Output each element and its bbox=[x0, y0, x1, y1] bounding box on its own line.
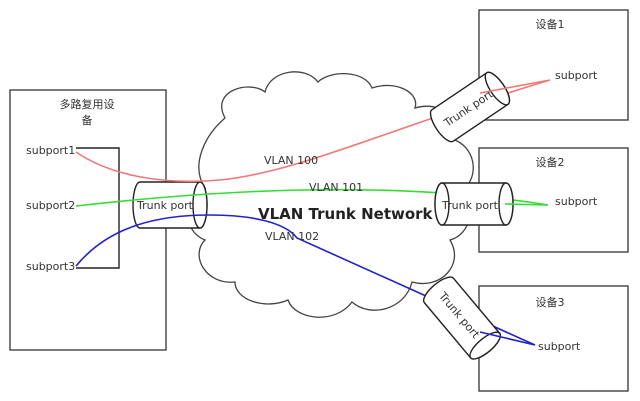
svg-text:Trunk port: Trunk port bbox=[136, 199, 194, 212]
network-title: VLAN Trunk Network bbox=[258, 205, 434, 223]
mux-subport-3: subport3 bbox=[26, 260, 75, 273]
vlan-102-line bbox=[75, 214, 536, 346]
vlan-101-end bbox=[504, 203, 549, 206]
left-trunk-port: Trunk port bbox=[132, 181, 208, 229]
device3-subport: subport bbox=[538, 340, 581, 353]
vlan-100-label: VLAN 100 bbox=[264, 154, 318, 167]
vlan-102-end bbox=[479, 331, 536, 346]
mux-subport-2: subport2 bbox=[26, 199, 75, 212]
network-cloud bbox=[187, 71, 474, 318]
vlan-101-label: VLAN 101 bbox=[309, 181, 363, 194]
vlan-102-label: VLAN 102 bbox=[265, 230, 319, 243]
device2-label: 设备2 bbox=[536, 155, 565, 169]
mux-device-label-line1: 多路复用设 bbox=[60, 97, 115, 111]
device1-label: 设备1 bbox=[536, 17, 565, 31]
mux-device-label-line2: 备 bbox=[82, 113, 93, 127]
vlan-100-end bbox=[479, 79, 551, 94]
svg-text:Trunk port: Trunk port bbox=[441, 199, 499, 212]
subport-bracket bbox=[76, 147, 120, 269]
device3-box bbox=[478, 285, 629, 392]
device2-subport: subport bbox=[555, 195, 598, 208]
device1-trunk-port: Trunk port bbox=[429, 71, 511, 143]
mux-subport-1: subport1 bbox=[26, 144, 75, 157]
device1-subport: subport bbox=[555, 69, 598, 82]
device2-trunk-port: Trunk port bbox=[434, 182, 514, 226]
device3-label: 设备3 bbox=[536, 295, 565, 309]
